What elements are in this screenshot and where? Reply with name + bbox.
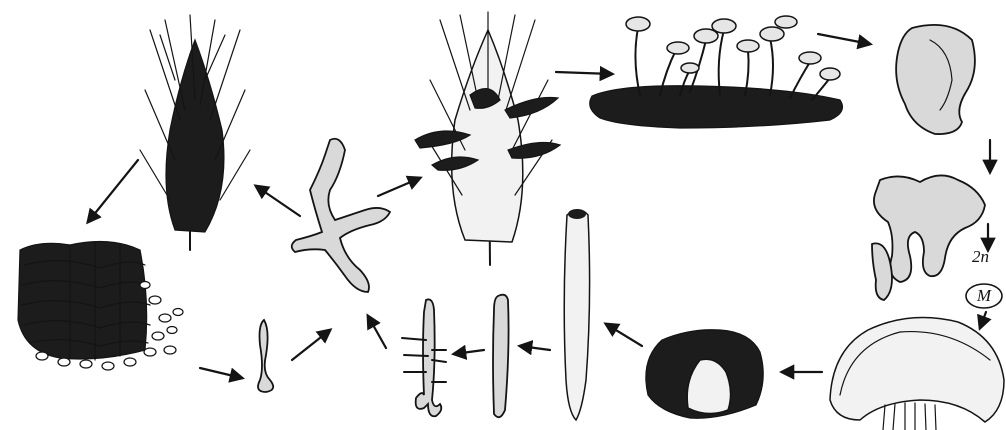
ascospore-germination [646, 330, 763, 419]
arrow-mycelium-to-left-spike [256, 186, 300, 216]
arrow-stromata-to-section [818, 34, 870, 44]
arrow-germination-to-ascus [606, 324, 642, 346]
spike-with-sclerotia [415, 12, 560, 265]
arrow-conidia-to-germination [200, 368, 242, 378]
nuclear-division-labels: 2п М [966, 247, 1002, 308]
arrow-spike-to-stroma [88, 160, 138, 222]
arrow-conidium-to-mycelium [292, 330, 330, 360]
conidial-stroma [18, 241, 183, 370]
infected-rye-spike [140, 15, 250, 250]
ascospore [493, 295, 509, 418]
arrow-germinated-to-mycelium [368, 316, 386, 348]
perithecial-stroma-section [830, 318, 1004, 430]
cycle-arrows [88, 34, 990, 378]
arrow-ascospore-to-germination [454, 350, 484, 354]
arrow-meiosis-to-perithecium [980, 312, 986, 328]
mitosis-label: 2п [972, 247, 989, 266]
ascus [564, 209, 589, 420]
arrow-ascus-to-ascospore [520, 346, 550, 350]
arrow-mycelium-to-sclerotia [378, 178, 420, 196]
germinating-ascospore [402, 299, 446, 416]
stroma-head-section [896, 25, 975, 134]
arrow-sclerotia-to-germination [556, 72, 612, 74]
ascus-cluster [872, 175, 985, 300]
germinating-sclerotium [590, 16, 843, 128]
mycelium-hypha [292, 139, 390, 292]
germinating-conidium [258, 320, 273, 392]
meiosis-label: М [976, 286, 992, 305]
